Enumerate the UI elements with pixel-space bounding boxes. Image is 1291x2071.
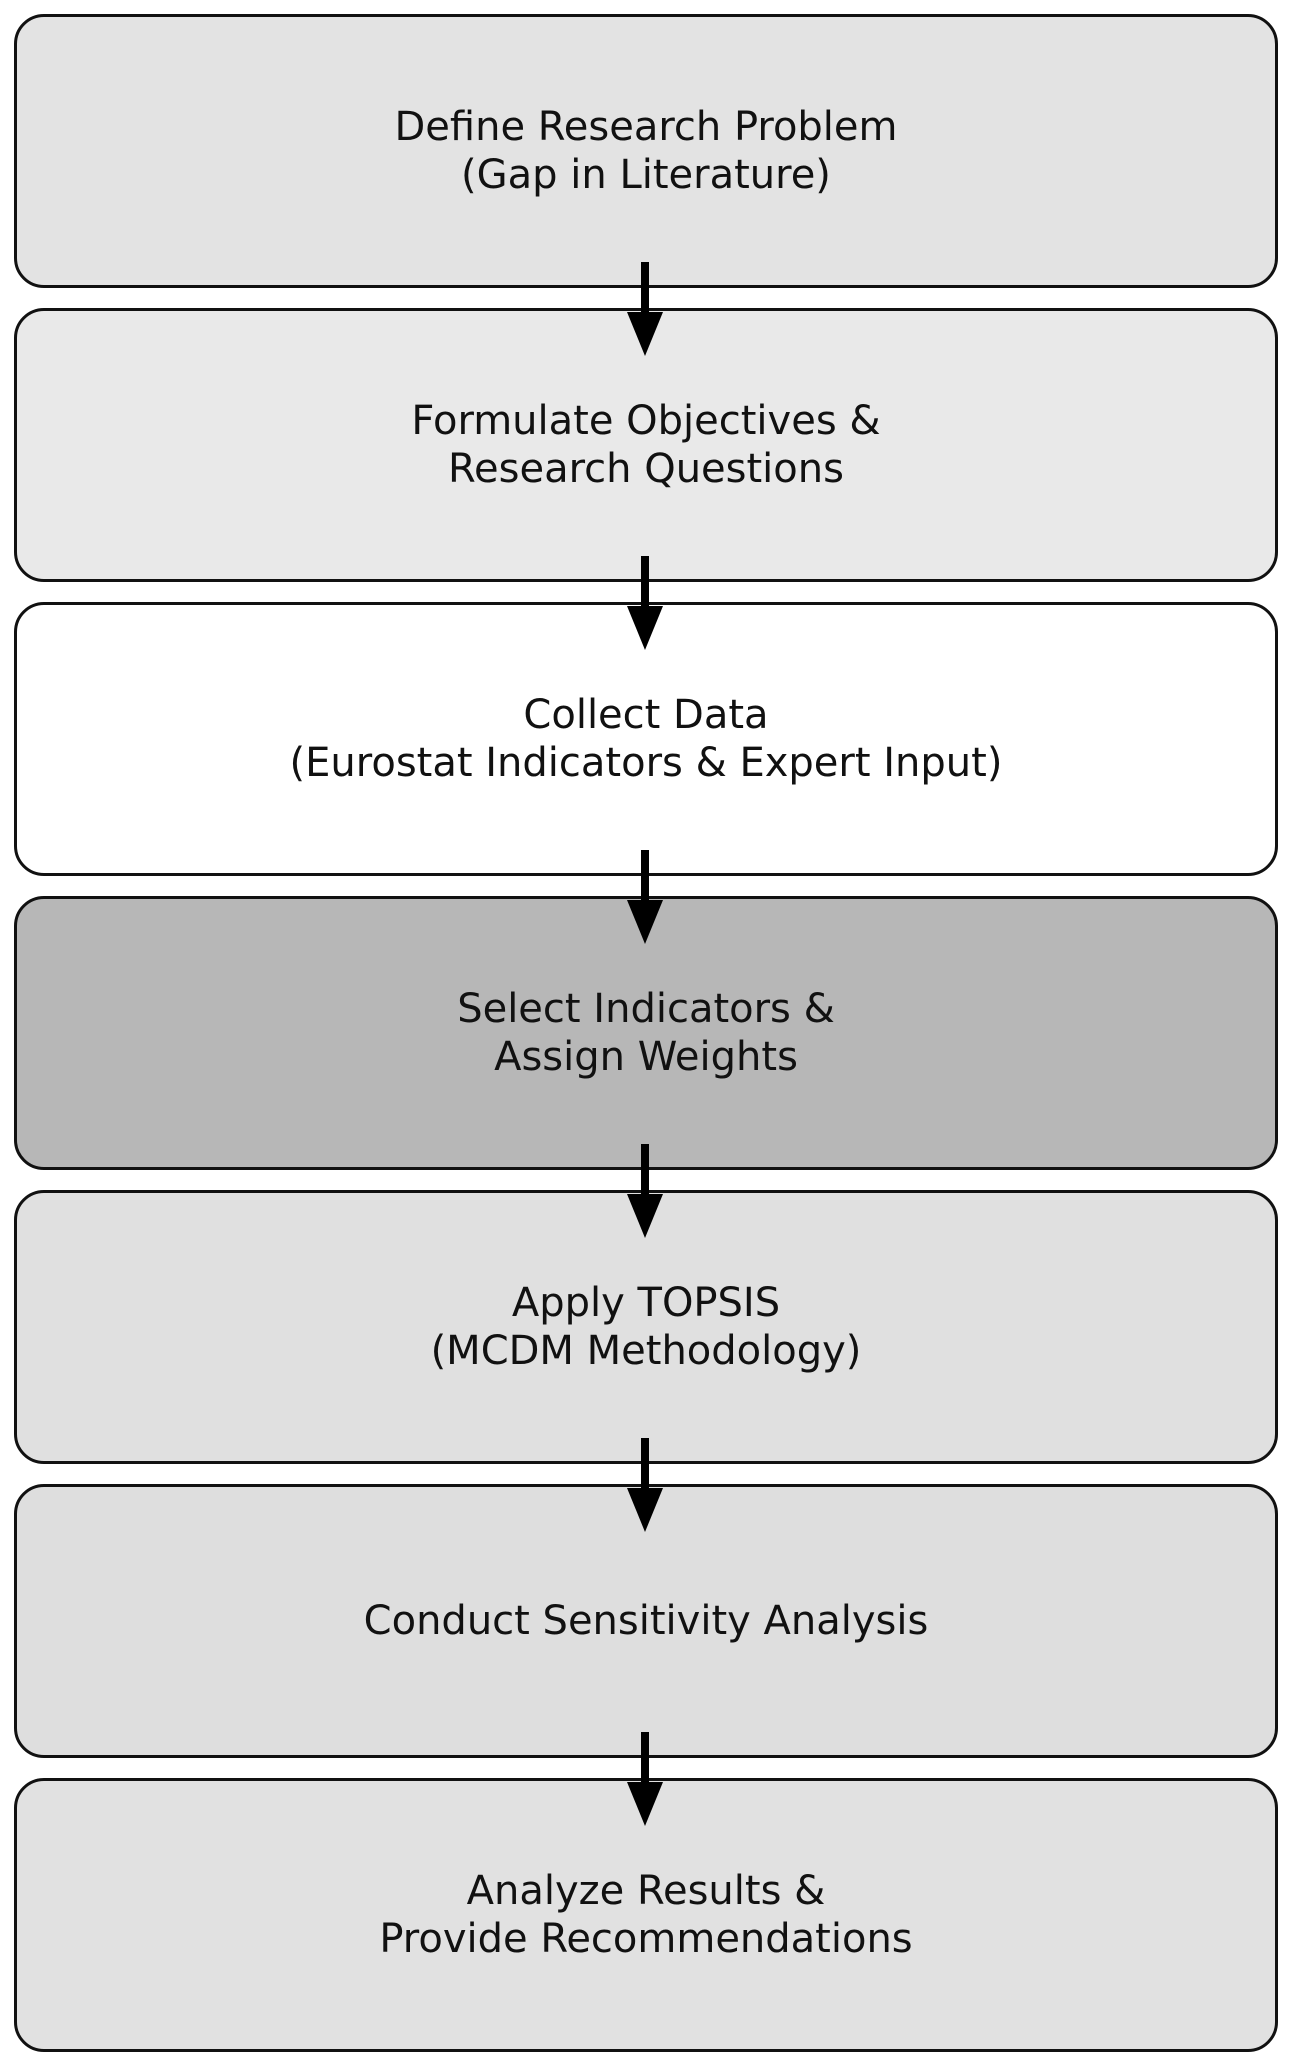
arrow-down-icon xyxy=(627,1732,663,1826)
step-define-research-problem: Define Research Problem (Gap in Literatu… xyxy=(14,14,1278,288)
step-select-indicators: Select Indicators & Assign Weights xyxy=(14,896,1278,1170)
arrow-down-icon xyxy=(627,262,663,356)
step-formulate-objectives: Formulate Objectives & Research Question… xyxy=(14,308,1278,582)
step-label: Select Indicators & Assign Weights xyxy=(457,986,835,1080)
step-label: Conduct Sensitivity Analysis xyxy=(363,1598,929,1644)
step-apply-topsis: Apply TOPSIS (MCDM Methodology) xyxy=(14,1190,1278,1464)
step-label: Analyze Results & Provide Recommendation… xyxy=(379,1868,913,1962)
step-label: Formulate Objectives & Research Question… xyxy=(411,398,881,492)
arrow-down-icon xyxy=(627,1144,663,1238)
step-label: Define Research Problem (Gap in Literatu… xyxy=(394,104,898,198)
step-label: Collect Data (Eurostat Indicators & Expe… xyxy=(289,692,1003,786)
step-analyze-results: Analyze Results & Provide Recommendation… xyxy=(14,1778,1278,2052)
arrow-down-icon xyxy=(627,556,663,650)
step-label: Apply TOPSIS (MCDM Methodology) xyxy=(430,1280,862,1374)
arrow-down-icon xyxy=(627,850,663,944)
step-collect-data: Collect Data (Eurostat Indicators & Expe… xyxy=(14,602,1278,876)
arrow-down-icon xyxy=(627,1438,663,1532)
